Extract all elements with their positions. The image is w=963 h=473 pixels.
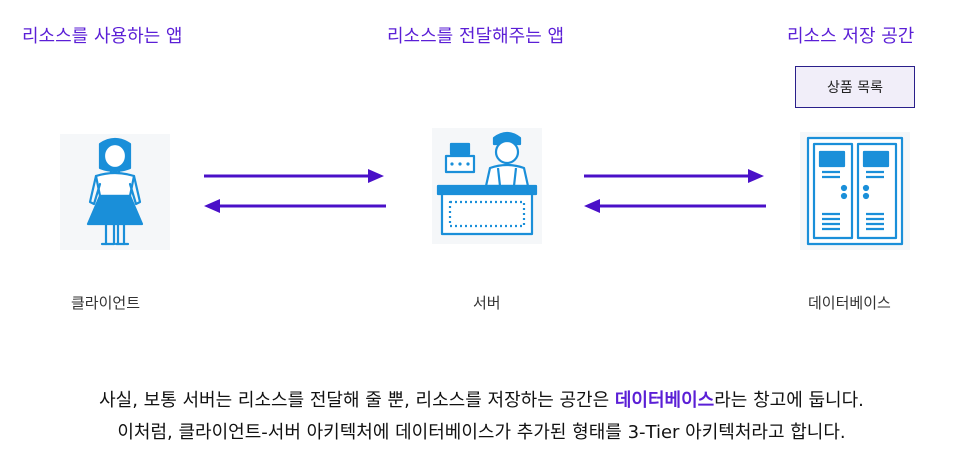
header-client-role: 리소스를 사용하는 앱 bbox=[22, 26, 183, 47]
header-server-role: 리소스를 전달해주는 앱 bbox=[387, 26, 565, 47]
header-database-role: 리소스 저장 공간 bbox=[787, 26, 915, 47]
product-list-label: 상품 목록 bbox=[827, 80, 883, 96]
person-icon bbox=[60, 134, 170, 250]
database-label: 데이터베이스 bbox=[808, 294, 891, 312]
arrow-icon bbox=[204, 169, 386, 213]
server-label: 서버 bbox=[473, 294, 501, 312]
caption-highlight-database: 데이터베이스 bbox=[614, 390, 715, 411]
caption-line-1: 사실, 보통 서버는 리소스를 전달해 줄 뿐, 리소스를 저장하는 공간은 데… bbox=[0, 386, 963, 412]
client-label: 클라이언트 bbox=[71, 294, 141, 312]
locker-icon bbox=[800, 132, 910, 250]
caption-line-2: 이처럼, 클라이언트-서버 아키텍처에 데이터베이스가 추가된 형태를 3-Ti… bbox=[117, 422, 846, 443]
caption-line-1-text: 사실, 보통 서버는 리소스를 전달해 줄 뿐, 리소스를 저장하는 공간은 bbox=[99, 390, 615, 411]
arrow-icon bbox=[584, 169, 766, 213]
caption-line-1-end: 라는 창고에 둡니다. bbox=[714, 390, 864, 411]
product-list-box: 상품 목록 bbox=[795, 66, 915, 108]
cashier-icon bbox=[432, 128, 542, 244]
